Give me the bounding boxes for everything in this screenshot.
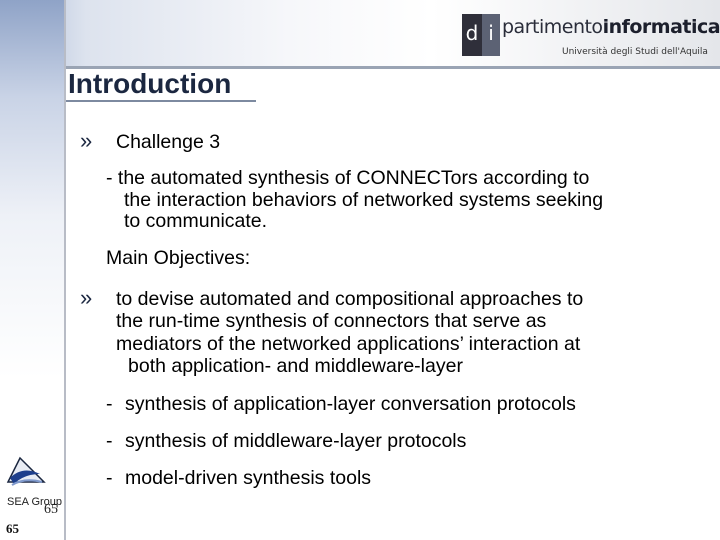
challenge-heading: Challenge 3 (116, 131, 221, 153)
dash-marker: - (106, 430, 113, 452)
objective-line4: both application- and middleware-layer (128, 355, 463, 377)
logo-letter-d: d (462, 14, 482, 56)
challenge-detail-line2: the interaction behaviors of networked s… (124, 189, 604, 211)
title-underline (66, 100, 256, 102)
logo-wordmark: partimentoinformatica (502, 16, 720, 38)
objective-line3: mediators of the networked applications’… (116, 333, 581, 355)
logo-subtitle: Università degli Studi dell'Aquila (562, 47, 708, 57)
challenge-detail-line3: to communicate. (124, 210, 268, 232)
sea-group-logo-icon (6, 456, 46, 486)
sub-item: synthesis of application-layer conversat… (125, 393, 576, 415)
bullet-icon: » (80, 285, 93, 310)
logo-wordmark-bold: informatica (602, 16, 720, 38)
logo-letter-i: i (482, 14, 500, 56)
sub-item: synthesis of middleware-layer protocols (125, 430, 467, 452)
challenge-detail-line1: - the automated synthesis of CONNECTors … (106, 167, 590, 189)
left-sidebar-band (0, 0, 66, 540)
page-number: 65 (6, 521, 19, 536)
sub-item: model-driven synthesis tools (125, 467, 372, 489)
dipartimento-logo: d i partimentoinformatica Università deg… (462, 14, 720, 64)
slide-title: Introduction (68, 68, 232, 99)
page-number-overlay: 65 (44, 502, 58, 517)
objective-line1: to devise automated and compositional ap… (116, 288, 584, 310)
sea-group-label: SEA Group (7, 496, 63, 508)
dash-marker: - (106, 467, 113, 489)
bullet-icon: » (80, 128, 93, 153)
dash-marker: - (106, 393, 113, 415)
header-band (0, 0, 720, 66)
objective-line2: the run-time synthesis of connectors tha… (116, 310, 547, 332)
logo-wordmark-regular: partimento (502, 16, 603, 38)
objectives-heading: Main Objectives: (106, 247, 251, 269)
header-divider (66, 66, 720, 69)
